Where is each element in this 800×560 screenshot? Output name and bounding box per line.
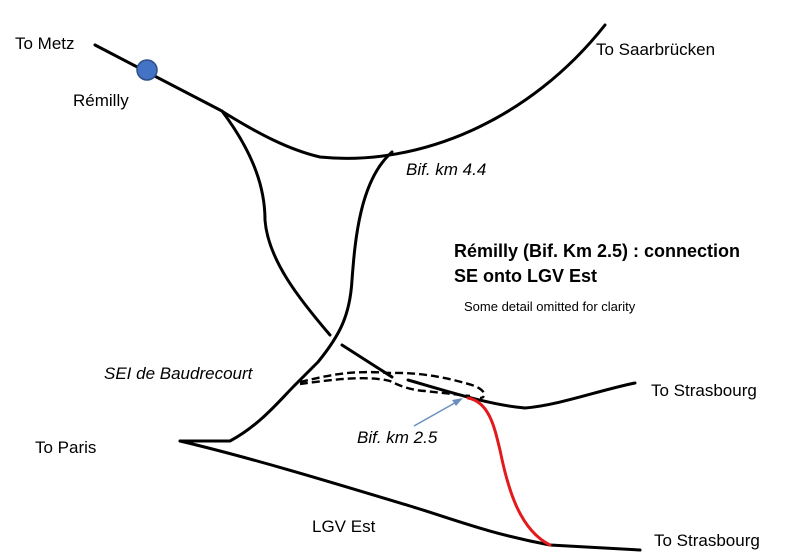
label-bif-km-4-4: Bif. km 4.4 xyxy=(406,160,487,179)
pointer-arrow-bif-2-5 xyxy=(413,399,461,427)
track-strasbourg-upper xyxy=(406,378,637,410)
pointer-arrow-head xyxy=(452,398,463,406)
label-remilly: Rémilly xyxy=(73,91,129,110)
label-to-strasbourg-upper: To Strasbourg xyxy=(651,381,757,400)
station-remilly-icon xyxy=(136,59,158,81)
track-east-branch xyxy=(293,150,394,387)
label-to-paris: To Paris xyxy=(35,438,97,457)
track-dashed-loop-upper xyxy=(299,370,486,400)
track-metz-saarbrucken xyxy=(93,23,607,160)
track-paris-link xyxy=(178,383,297,443)
track-dashed-loop-lower xyxy=(299,377,471,398)
diagram-title-line-2: SE onto LGV Est xyxy=(454,266,598,286)
label-sei-baudrecourt: SEI de Baudrecourt xyxy=(104,364,253,383)
label-to-metz: To Metz xyxy=(15,34,75,53)
diagram-title-line-1: Rémilly (Bif. Km 2.5) : connection xyxy=(454,241,741,261)
label-to-strasbourg-lower: To Strasbourg xyxy=(654,531,760,550)
track-lgv-est xyxy=(178,439,642,552)
label-to-saarbrucken: To Saarbrücken xyxy=(596,40,716,59)
diagram-note: Some detail omitted for clarity xyxy=(464,299,636,314)
diagram-title: Rémilly (Bif. Km 2.5) : connection SE on… xyxy=(454,239,740,289)
label-bif-km-2-5: Bif. km 2.5 xyxy=(357,428,438,447)
track-west-branch xyxy=(220,109,332,337)
label-lgv-est: LGV Est xyxy=(312,517,376,536)
track-new-connection-red xyxy=(466,396,552,547)
